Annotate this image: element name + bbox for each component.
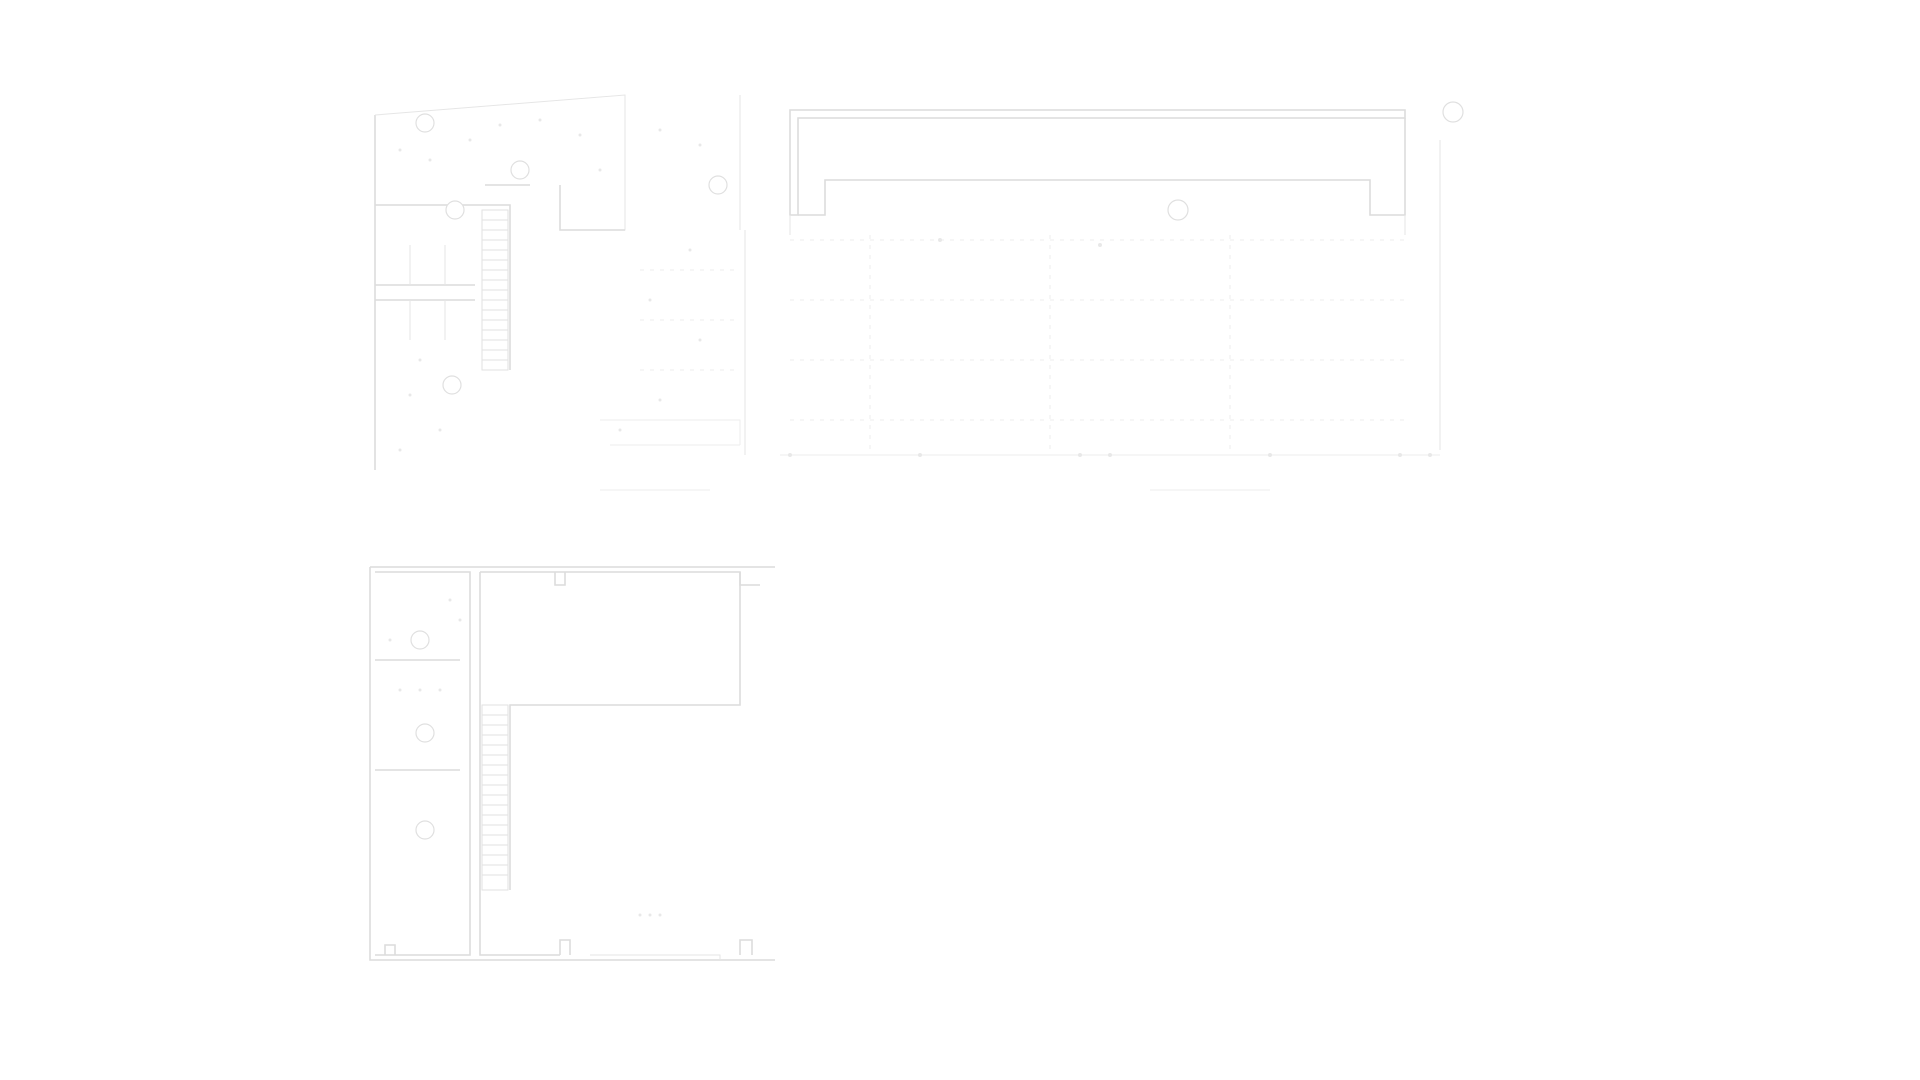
grid-bubble-icon — [442, 375, 462, 395]
grid-bubble-icon — [415, 113, 435, 133]
pilaster-ne — [739, 572, 760, 586]
grid-bubble-icon — [1167, 199, 1189, 221]
upper-room-and-lobby — [480, 571, 741, 890]
wc-partitions-1 — [409, 245, 446, 285]
court-notch — [559, 185, 625, 231]
west-rooms — [375, 571, 471, 956]
pilaster-sw — [384, 944, 396, 955]
hall-grid-rows — [790, 239, 1405, 421]
corridor-bench — [600, 419, 741, 446]
lower-marks — [388, 598, 662, 917]
stair-lower — [481, 704, 509, 891]
grid-bubble-icon — [1442, 101, 1464, 123]
stair-upper — [481, 209, 509, 371]
grid-bubble-icon — [708, 175, 728, 195]
pilaster-south — [559, 939, 571, 955]
grid-bubble-icon — [510, 160, 530, 180]
pilaster-north — [554, 572, 566, 586]
stair-enclosure — [375, 204, 511, 370]
furniture-marks — [398, 118, 702, 452]
corridor-hatching — [640, 269, 740, 371]
hall-returns — [789, 215, 1406, 235]
wc-partitions-2 — [409, 300, 446, 340]
grid-bubble-icon — [415, 820, 435, 840]
lower-plan — [369, 566, 775, 961]
upper-plan-left-wing — [374, 94, 746, 491]
lower-west-south-wall — [369, 567, 775, 961]
corridor-east-wall — [739, 95, 746, 455]
south-opening — [590, 954, 721, 960]
hall-grid-columns — [869, 235, 1231, 455]
hall-inner-frame — [798, 118, 1406, 216]
grid-bubble-icon — [445, 200, 465, 220]
hall-outer-frame — [789, 109, 1406, 216]
hall-column-marks — [788, 238, 1432, 457]
grid-bubble-icon — [415, 723, 435, 743]
grid-bubble-icon — [410, 630, 430, 650]
stair-hall-wall — [479, 572, 560, 956]
pilaster-se — [739, 939, 753, 955]
upper-plan-main-hall — [780, 101, 1464, 491]
